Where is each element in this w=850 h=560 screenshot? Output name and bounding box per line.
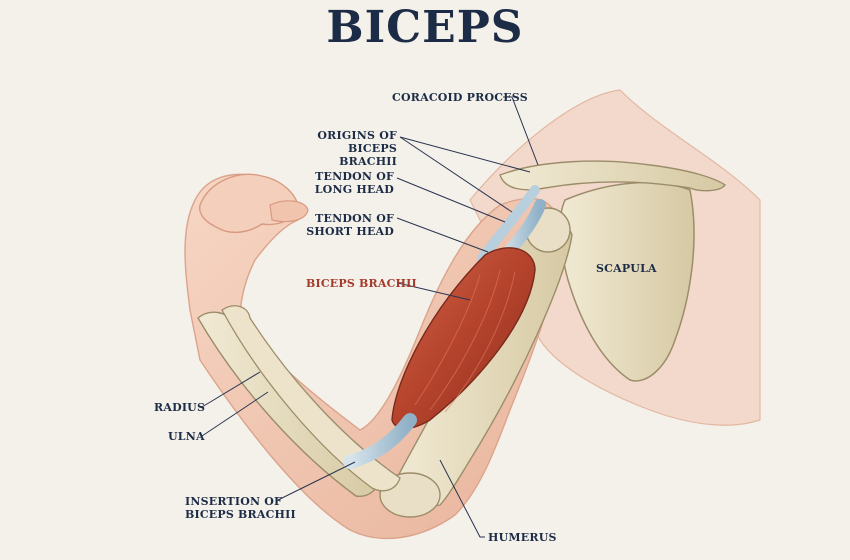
label-tendon-short-line1: TENDON OF [315, 212, 394, 225]
leader-humerus [439, 459, 485, 538]
label-tendon-long-head: TENDON OF LONG HEAD [292, 170, 394, 196]
leader-biceps [397, 282, 471, 301]
leader-ulna [201, 391, 269, 437]
label-insertion-line1: INSERTION OF [185, 495, 283, 508]
label-radius: RADIUS [154, 401, 206, 414]
label-insertion-line2: BICEPS BRACHII [185, 508, 296, 521]
label-ulna: ULNA [168, 430, 205, 443]
label-tendon-short-head: TENDON OF SHORT HEAD [292, 212, 394, 238]
leader-origins-b [399, 136, 513, 213]
leader-origins-a [399, 136, 531, 173]
short-head-tendon [477, 185, 540, 263]
leader-radius [201, 371, 261, 408]
label-origins: ORIGINS OF BICEPS BRACHII [292, 129, 397, 168]
thumb [269, 200, 309, 223]
biceps-muscle [391, 247, 536, 429]
label-tendon-long-line2: LONG HEAD [314, 183, 394, 196]
label-tendon-long-line1: TENDON OF [315, 170, 394, 183]
label-biceps-brachii: BICEPS BRACHII [306, 277, 417, 290]
page-title: BICEPS [326, 2, 524, 53]
muscle-fibers [414, 269, 516, 413]
ulna-bone [221, 305, 401, 492]
label-scapula: SCAPULA [596, 262, 657, 275]
label-tendon-short-line2: SHORT HEAD [306, 225, 394, 238]
leader-insertion [277, 461, 356, 501]
label-origins-line2: BICEPS BRACHII [339, 142, 397, 168]
leader-coracoid [503, 96, 539, 166]
label-coracoid-process: CORACOID PROCESS [392, 91, 528, 104]
leader-tendon-short [396, 217, 489, 253]
label-origins-line1: ORIGINS OF [317, 129, 397, 142]
leader-lines [201, 96, 539, 538]
label-insertion: INSERTION OF BICEPS BRACHII [185, 495, 296, 521]
leader-tendon-long [396, 177, 506, 223]
insertion-tendon [343, 413, 417, 469]
label-humerus: HUMERUS [488, 531, 557, 544]
clavicle-bone [499, 160, 726, 192]
